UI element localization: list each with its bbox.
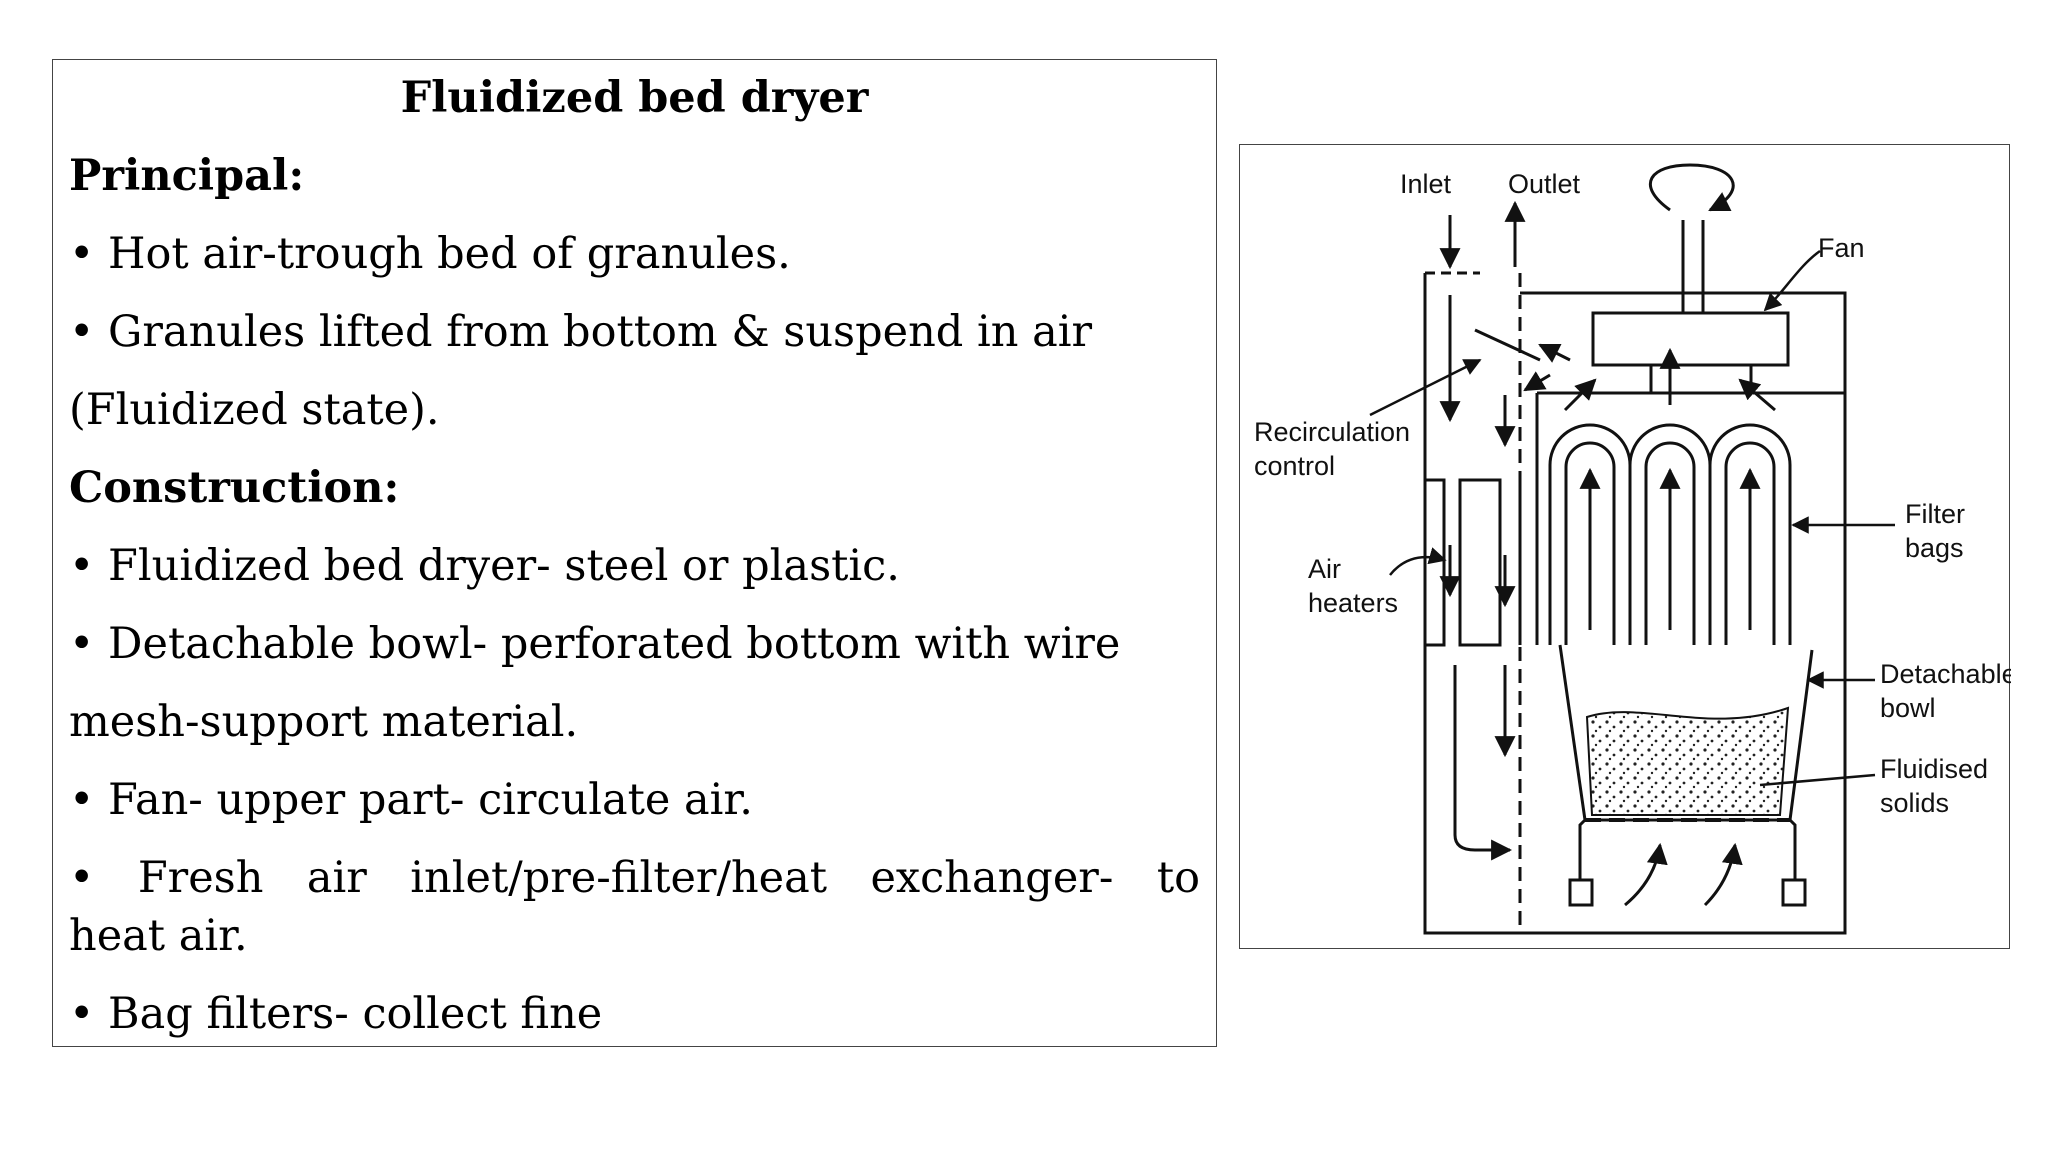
fluidised-solids-drawing [1585,706,1790,816]
air-heaters-label: Air [1308,554,1341,584]
construction-point-4-continued: heat air. [69,911,248,961]
filter-bags-label: bags [1905,533,1964,563]
upflow-arrows [1563,347,1776,630]
point-4-word: inlet/pre-filter/heat [410,853,828,903]
principal-point-2-continued: (Fluidized state). [69,385,440,435]
detachable-bowl-label: bowl [1880,693,1936,723]
air-heaters-pointer [1389,547,1447,576]
detachable-bowl-label: Detachable [1880,659,2011,689]
construction-point-2: • Detachable bowl- perforated bottom wit… [69,619,1121,669]
fan-pointer [1763,249,1821,312]
inlet-outlet-arrows [1439,200,1571,861]
point-4-word: to [1156,853,1200,903]
filter-bags-label: Filter [1905,499,1965,529]
fluidised-solids-label: solids [1880,788,1949,818]
point-4-word: Fresh [137,853,264,903]
inlet-label: Inlet [1400,169,1452,199]
point-4-word: exchanger- [870,853,1114,903]
text-panel: Fluidized bed dryer Principal: • Hot air… [52,59,1217,1047]
construction-point-3: • Fan- upper part- circulate air. [69,775,753,825]
recirculation-label: control [1254,451,1335,481]
construction-point-1: • Fluidized bed dryer- steel or plastic. [69,541,900,591]
filter-bags-drawing [1548,423,1792,645]
recirculation-label: Recirculation [1254,417,1410,447]
fluidising-air-arrows [1624,842,1743,907]
principal-heading: Principal: [69,151,305,201]
dryer-diagram-drawing: Inlet Outlet Fan Recirculation control A… [1254,163,2011,935]
dryer-diagram: Inlet Outlet Fan Recirculation control A… [1239,144,2011,949]
principal-point-1: • Hot air-trough bed of granules. [69,229,791,279]
slide-title: Fluidized bed dryer [400,73,869,123]
point-4-word: • [69,853,95,903]
construction-heading: Construction: [69,463,400,513]
point-4-word: air [306,853,367,903]
construction-point-4: • Fresh air inlet/pre-filter/heat exchan… [69,848,1200,908]
fluidised-solids-pointer [1759,773,1876,787]
outlet-label: Outlet [1508,169,1581,199]
fan-label: Fan [1818,233,1865,263]
fan-rotation-arrow [1648,163,1735,212]
recirculation-damper [1474,328,1541,362]
construction-point-2-continued: mesh-support material. [69,697,579,747]
principal-point-2: • Granules lifted from bottom & suspend … [69,307,1093,357]
recirculation-pointer [1369,358,1482,417]
construction-point-5: • Bag filters- collect fine [69,989,603,1039]
air-heaters-label: heaters [1308,588,1398,618]
bowl-clamps [1568,818,1807,907]
fluidised-solids-label: Fluidised [1880,754,1988,784]
dryer-body [1423,220,1847,935]
